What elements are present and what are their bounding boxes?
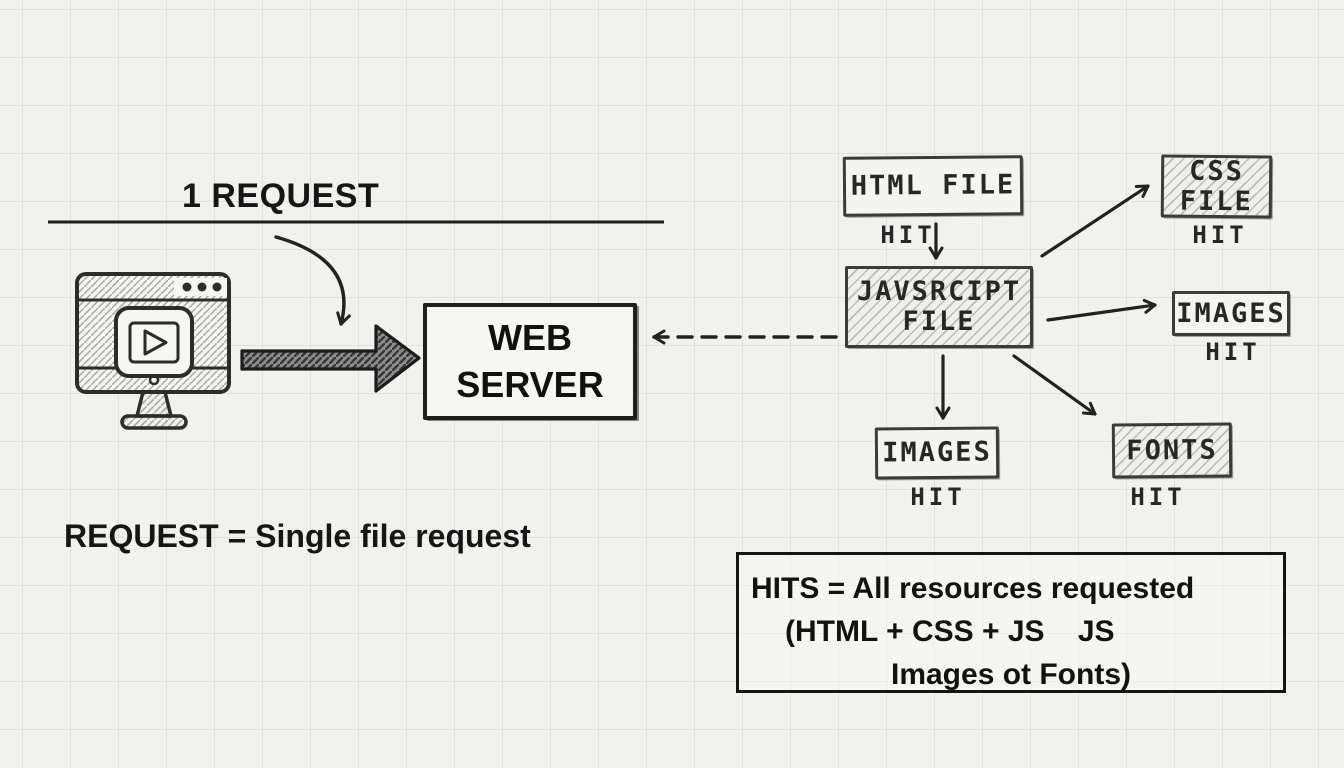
html-file-label: HTML FILE [850,169,1016,202]
images-right-label: IMAGES [1176,297,1286,329]
hits-note-line3: Images ot Fonts) [890,657,1131,691]
javascript-file-label-line2: FILE [902,306,976,337]
node-fonts: FONTS [1111,422,1233,479]
hits-definition-box: HITS = All resources requested (HTML + C… [736,552,1286,693]
hit-label-html: HIT [880,221,936,249]
web-server-box: WEB SERVER [423,303,637,420]
request-arrow [240,324,421,393]
arrow-js-to-css [1040,184,1150,258]
web-server-label-line1: WEB [488,316,572,358]
curved-request-arrow [274,235,351,326]
hits-note-line2: (HTML + CSS + JS JS [785,614,1115,648]
css-file-label-line2: FILE [1179,185,1254,217]
javascript-file-label-line1: JAVSRCIPT [856,276,1022,308]
hit-label-images-right: HIT [1205,338,1261,366]
web-server-label-line2: SERVER [456,363,604,405]
hit-label-fonts: HIT [1130,483,1186,511]
node-javascript-file: JAVSRCIPT FILE [845,266,1033,348]
hits-note-line1: HITS = All resources requested [751,572,1195,605]
arrow-js-to-images-right [1046,298,1157,322]
node-images-right: IMAGES [1172,291,1290,336]
hit-label-images-bottom: HIT [910,483,966,511]
monitor-video-player-icon [75,272,231,430]
images-bottom-label: IMAGES [882,436,992,469]
hit-label-css: HIT [1192,221,1248,249]
css-file-label-line1: CSS [1189,155,1245,188]
node-html-file: HTML FILE [842,155,1024,217]
node-css-file: CSS FILE [1160,154,1273,219]
arrow-js-to-fonts [1012,354,1097,416]
node-images-bottom: IMAGES [874,426,1000,480]
request-definition-note: REQUEST = Single file request [64,518,531,554]
fonts-label: FONTS [1126,434,1218,467]
diagram-title: 1 REQUEST [182,177,380,215]
